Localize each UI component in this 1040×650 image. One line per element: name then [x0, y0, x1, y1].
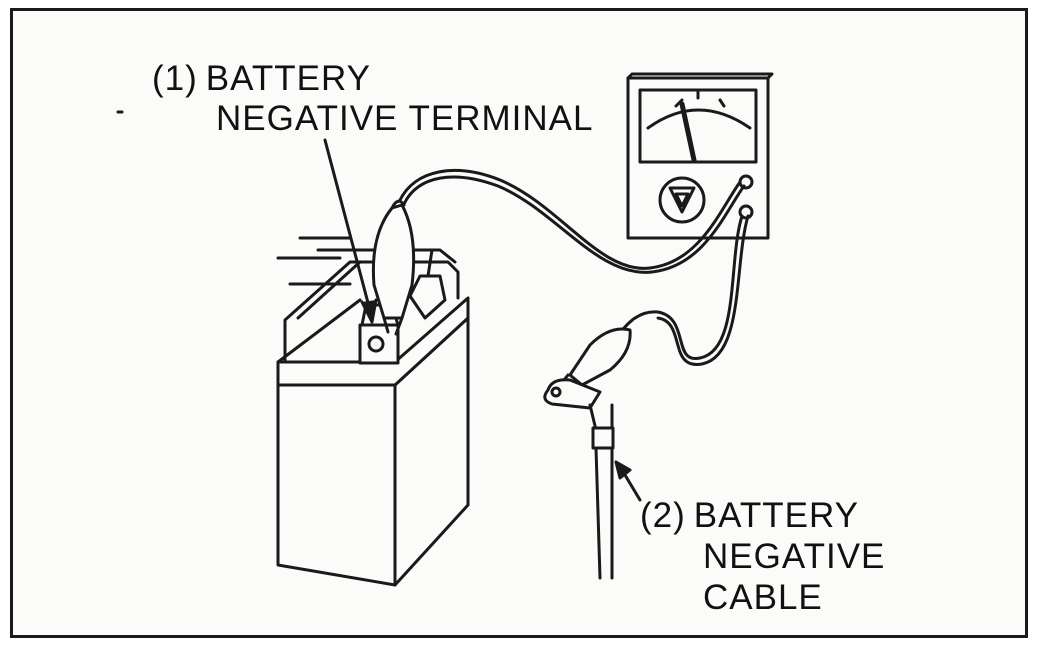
test-lead-positive: [398, 169, 742, 270]
cable-label-line3: CABLE: [703, 578, 823, 617]
cable-label: (2)BATTERY: [640, 497, 859, 535]
terminal-label: (1)BATTERY: [152, 60, 371, 98]
test-lead-negative-outer: [656, 214, 750, 366]
battery: [276, 236, 470, 587]
diagram-frame: [10, 8, 1028, 638]
clip-on-terminal: [371, 199, 416, 336]
negative-cable: [543, 378, 615, 580]
test-lead-negative: [613, 214, 744, 360]
test-lead-positive-outer: [402, 175, 746, 274]
terminal-label-line2: NEGATIVE TERMINAL: [216, 99, 594, 138]
terminal-leader-arrow: [323, 138, 378, 324]
cable-label-line2: NEGATIVE: [703, 537, 886, 576]
cable-label-line1: BATTERY: [693, 496, 859, 535]
cable-label-number: (2): [640, 496, 686, 535]
terminal-label-line1: BATTERY: [205, 59, 371, 98]
voltmeter: [626, 72, 774, 240]
cable-leader-arrow: [614, 460, 642, 502]
terminal-label-number: (1): [152, 59, 198, 98]
